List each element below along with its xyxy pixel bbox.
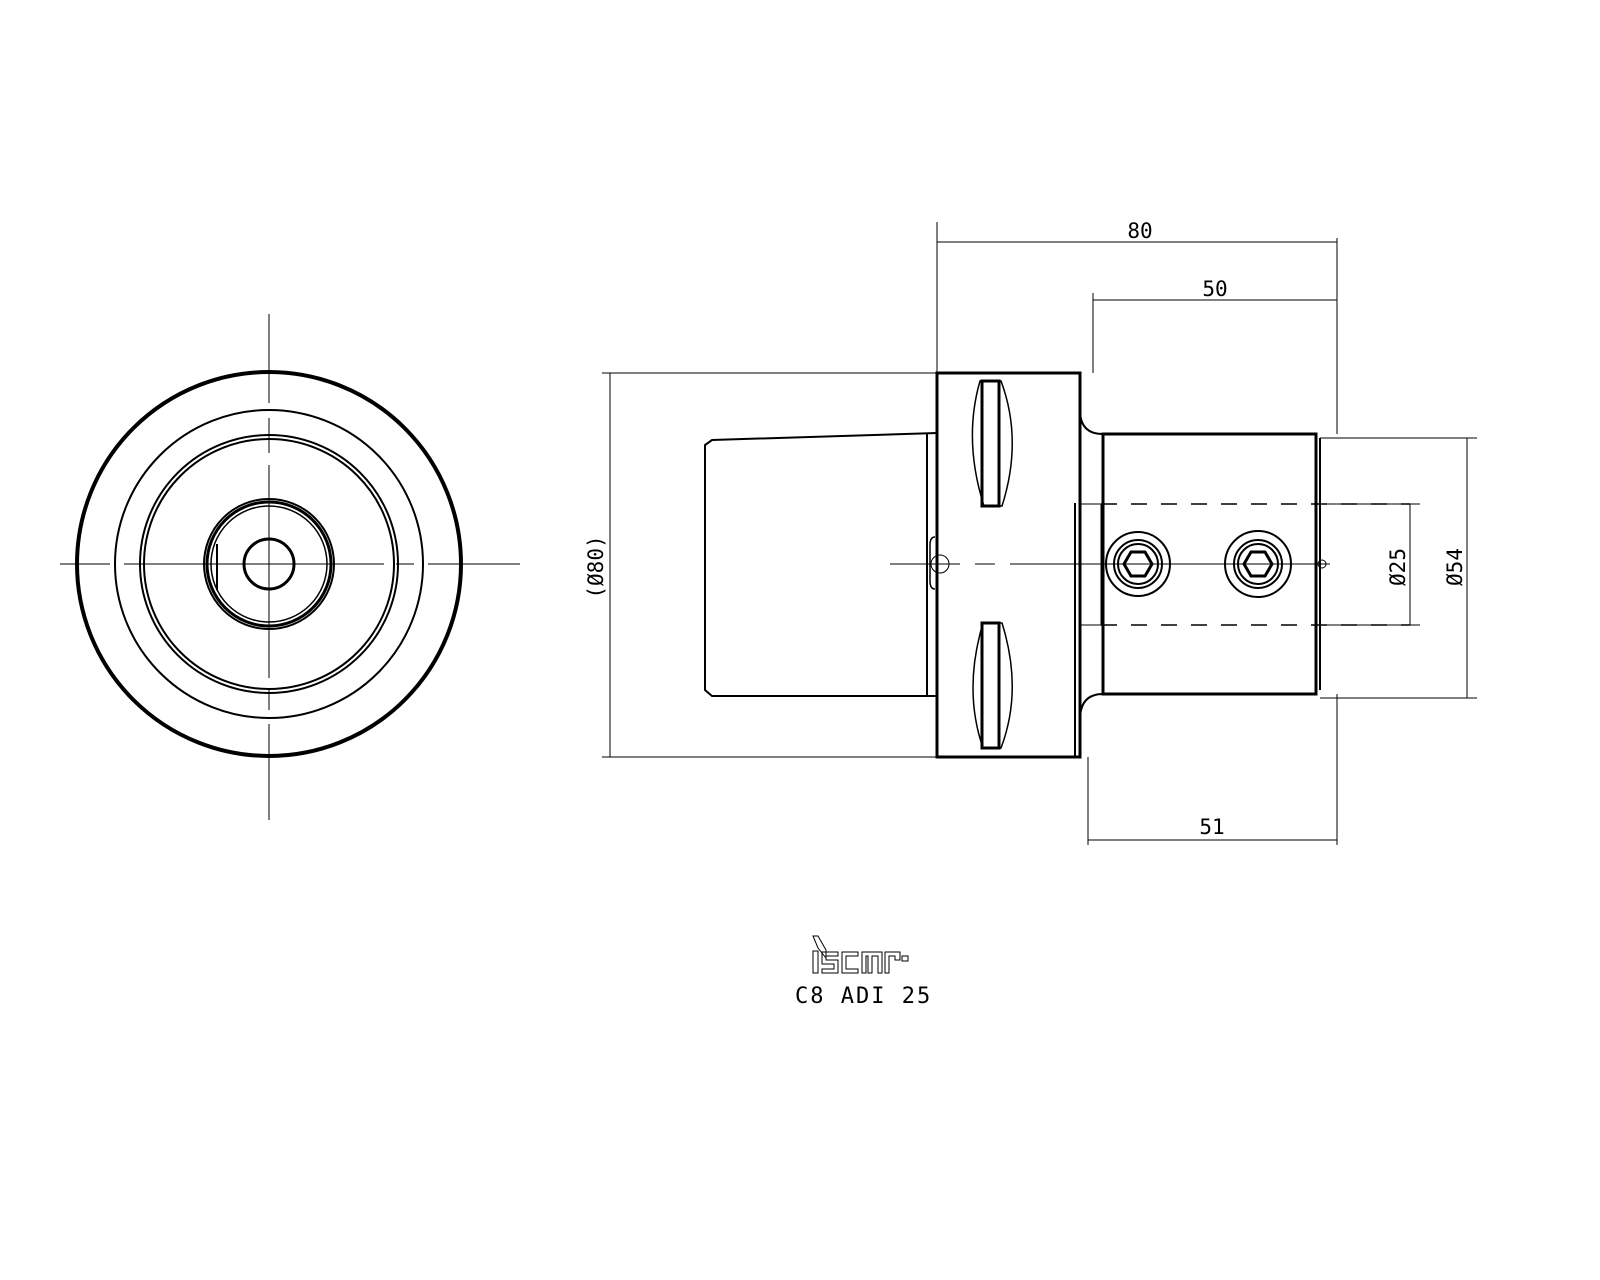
clamp-screw-1 bbox=[1105, 531, 1171, 597]
shank-cylinder bbox=[1101, 432, 1318, 696]
side-view bbox=[704, 371, 1410, 759]
front-view bbox=[60, 314, 520, 820]
bore-circle bbox=[242, 537, 296, 591]
dim-bore-diameter: Ø25 bbox=[1386, 548, 1410, 586]
dim-shank-diameter: Ø54 bbox=[1443, 548, 1467, 586]
part-number-label: C8 ADI 25 bbox=[795, 984, 933, 1009]
flange-body bbox=[935, 371, 1082, 759]
dim-shank-length-bottom: 51 bbox=[1199, 815, 1224, 839]
flange-outer-circle bbox=[75, 370, 463, 758]
dim-flange-diameter: (Ø80) bbox=[584, 535, 608, 598]
dim-shank-length-top: 50 bbox=[1202, 277, 1227, 301]
iscar-logo bbox=[812, 935, 909, 974]
drive-slot-top bbox=[971, 379, 1013, 508]
clamp-screw-2 bbox=[1224, 530, 1292, 598]
drive-slot-bottom bbox=[972, 621, 1013, 750]
dim-overall-length: 80 bbox=[1127, 219, 1152, 243]
dimension-lines bbox=[602, 222, 1477, 845]
